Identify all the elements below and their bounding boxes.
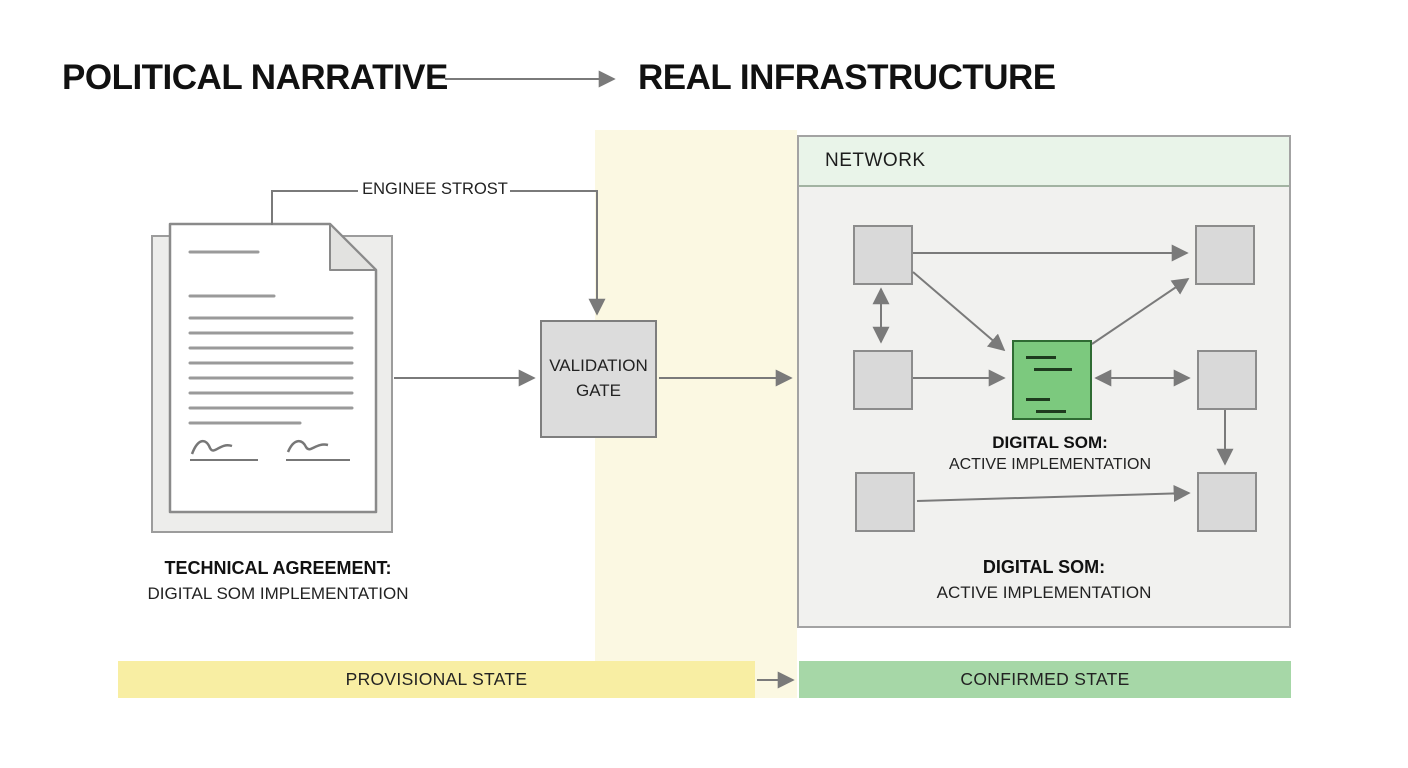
- network-panel-header: NETWORK: [799, 137, 1289, 187]
- document-caption-title: TECHNICAL AGREEMENT:: [164, 558, 392, 578]
- document-caption-subtitle: DIGITAL SOM IMPLEMENTATION: [147, 584, 409, 603]
- digital-som-active-node: [1012, 340, 1092, 420]
- active-node-caption: DIGITAL SOM: ACTIVE IMPLEMENTATION: [940, 433, 1160, 474]
- document-folded-corner: [329, 223, 377, 271]
- node-line-decoration: [1036, 410, 1066, 413]
- network-node-left-top: [853, 225, 913, 285]
- network-node-right-top: [1195, 225, 1255, 285]
- network-node-right-bottom: [1197, 472, 1257, 532]
- node-line-decoration: [1026, 398, 1050, 401]
- validation-gate-box: VALIDATION GATE: [540, 320, 657, 438]
- network-title: NETWORK: [825, 150, 926, 171]
- document-signatures: [190, 440, 350, 461]
- network-node-left-bottom: [855, 472, 915, 532]
- network-panel-caption-title: DIGITAL SOM:: [982, 557, 1106, 577]
- network-panel-caption: DIGITAL SOM: ACTIVE IMPLEMENTATION: [894, 557, 1194, 603]
- engine-strost-label: ENGINEE STROST: [362, 180, 508, 198]
- network-panel: NETWORK: [797, 135, 1291, 628]
- network-node-left-middle: [853, 350, 913, 410]
- validation-gate-label: VALIDATION GATE: [549, 356, 648, 400]
- node-line-decoration: [1034, 368, 1072, 371]
- network-panel-caption-subtitle: ACTIVE IMPLEMENTATION: [936, 583, 1152, 602]
- real-infrastructure-title: REAL INFRASTRUCTURE: [638, 58, 1056, 97]
- political-narrative-title: POLITICAL NARRATIVE: [62, 58, 448, 97]
- provisional-state-bar: PROVISIONAL STATE: [118, 661, 755, 698]
- node-line-decoration: [1026, 356, 1056, 359]
- document-text-lines: [188, 250, 354, 425]
- network-node-right-middle: [1197, 350, 1257, 410]
- document-caption: TECHNICAL AGREEMENT: DIGITAL SOM IMPLEME…: [118, 558, 438, 604]
- provisional-state-label: PROVISIONAL STATE: [345, 669, 528, 689]
- active-node-caption-title: DIGITAL SOM:: [992, 433, 1108, 452]
- callout-line-to-gate: [510, 190, 606, 316]
- agreement-document-illustration: [151, 222, 393, 533]
- confirmed-state-bar: CONFIRMED STATE: [799, 661, 1291, 698]
- confirmed-state-label: CONFIRMED STATE: [960, 669, 1130, 689]
- active-node-caption-subtitle: ACTIVE IMPLEMENTATION: [948, 456, 1152, 473]
